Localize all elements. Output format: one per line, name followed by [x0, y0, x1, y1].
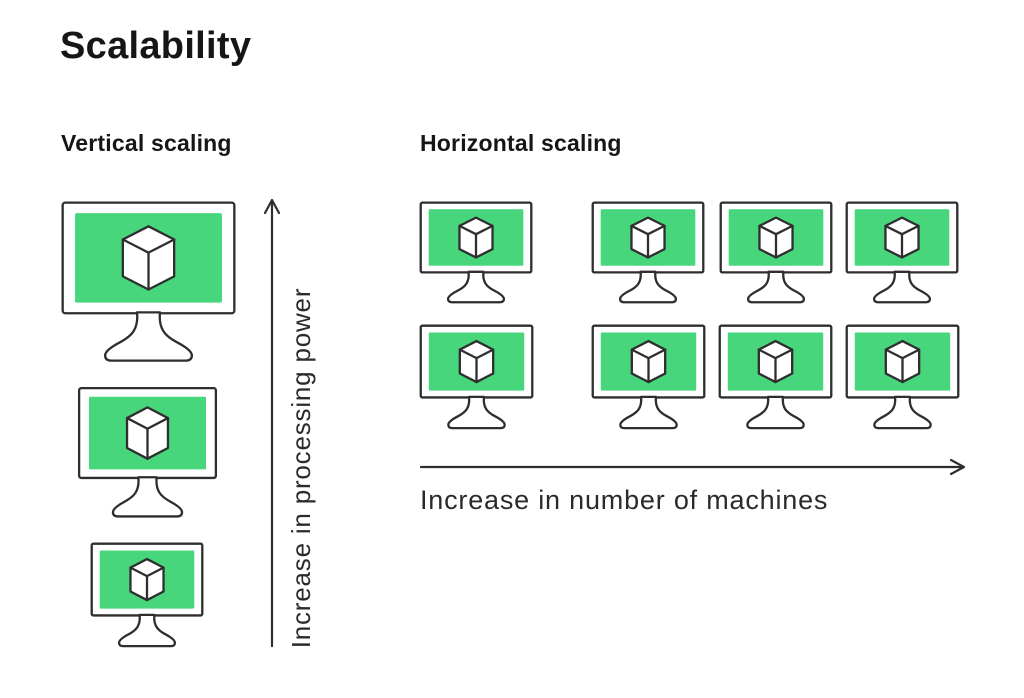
- monitor-icon: [718, 324, 833, 431]
- monitor-icon: [719, 201, 833, 305]
- page-title: Scalability: [60, 25, 252, 67]
- horizontal-scaling-heading: Horizontal scaling: [420, 130, 622, 156]
- monitor-icon: [591, 324, 706, 431]
- monitor-icon: [845, 201, 959, 305]
- monitor-icon: [90, 542, 204, 649]
- right-arrow-icon: [419, 458, 966, 476]
- horizontal-axis-label: Increase in number of machines: [420, 485, 829, 515]
- monitor-icon: [77, 386, 218, 520]
- monitor-icon: [60, 200, 237, 365]
- monitor-icon: [419, 324, 534, 431]
- monitor-icon: [845, 324, 960, 431]
- up-arrow-icon: [263, 198, 281, 648]
- monitor-icon: [591, 201, 705, 305]
- vertical-scaling-heading: Vertical scaling: [61, 130, 232, 156]
- vertical-axis-label: Increase in processing power: [286, 287, 316, 649]
- monitor-icon: [419, 201, 533, 305]
